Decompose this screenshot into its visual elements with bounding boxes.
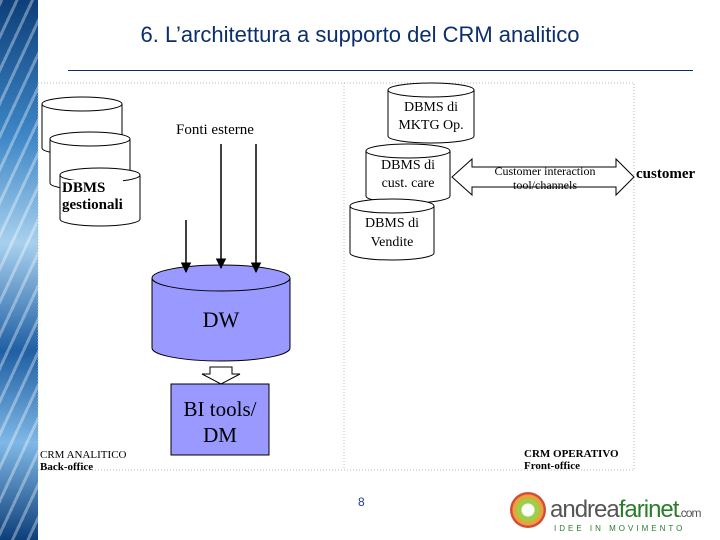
crm-operativo-line-1: CRM OPERATIVO	[524, 448, 619, 460]
dbms-gestionali-line-2: gestionali	[62, 197, 123, 213]
side-decoration	[0, 0, 38, 540]
dbms-care-label: DBMS di cust. care	[366, 157, 450, 193]
dbms-care-cylinder	[365, 143, 451, 204]
dbms-mktg-cylinder	[387, 82, 475, 144]
bi-tools-line-2: DM	[203, 423, 237, 447]
dbms-mktg-line-1: DBMS di	[403, 100, 459, 115]
dbms-care-line-2: cust. care	[381, 176, 435, 191]
customer-interaction-line-2: tool/channels	[513, 178, 577, 192]
bi-tools-box	[170, 383, 270, 456]
bi-tools-line-1: BI tools/	[183, 397, 257, 421]
customer-interaction-arrow	[451, 157, 635, 197]
customer-interaction-line-1: Customer interaction	[494, 164, 596, 178]
customer-label: customer	[636, 166, 696, 182]
slide-title: 6. L’architettura a supporto del CRM ana…	[140, 22, 580, 47]
dw-label: DW	[202, 307, 240, 332]
andreafarinet-logo: andreafarinet.com IDEE IN MOVIMENTO	[508, 490, 713, 538]
dbms-vendite-line-2: Vendite	[370, 235, 414, 250]
crm-analitico-label: CRM ANALITICO Back-office	[40, 449, 126, 473]
bi-tools-label: BI tools/ DM	[171, 396, 269, 448]
logo-text-c: .com	[678, 506, 701, 520]
page-number: 8	[358, 495, 365, 509]
dbms-vendite-cylinder	[349, 198, 435, 261]
dbms-vendite-line-1: DBMS di	[364, 216, 420, 231]
dbms-mktg-label: DBMS di MKTG Op.	[388, 99, 474, 135]
customer-interaction-label: Customer interaction tool/channels	[474, 164, 616, 192]
fonti-esterne-label: Fonti esterne	[176, 122, 254, 138]
logo-text-b: farinet	[618, 496, 680, 523]
logo-wordmark: andreafarinet.com	[550, 496, 701, 524]
dbms-vendite-label: DBMS di Vendite	[350, 214, 434, 252]
logo-text-a: andrea	[550, 496, 620, 523]
crm-operativo-line-2: Front-office	[524, 460, 580, 472]
title-underline	[68, 70, 693, 71]
dbms-gestionali-label: DBMS gestionali	[62, 180, 123, 214]
logo-tagline: IDEE IN MOVIMENTO	[554, 524, 686, 533]
diagram-frame	[37, 82, 635, 471]
dbms-gestionali-line-1: DBMS	[62, 180, 106, 196]
crm-analitico-line-1: CRM ANALITICO	[40, 449, 127, 461]
logo-swirl-icon	[510, 492, 546, 528]
crm-analitico-line-2: Back-office	[40, 461, 94, 473]
dbms-mktg-line-2: MKTG Op.	[398, 118, 464, 133]
dbms-care-line-1: DBMS di	[380, 158, 436, 173]
arrow-dw-bi	[201, 366, 241, 385]
crm-operativo-label: CRM OPERATIVO Front-office	[524, 448, 619, 472]
